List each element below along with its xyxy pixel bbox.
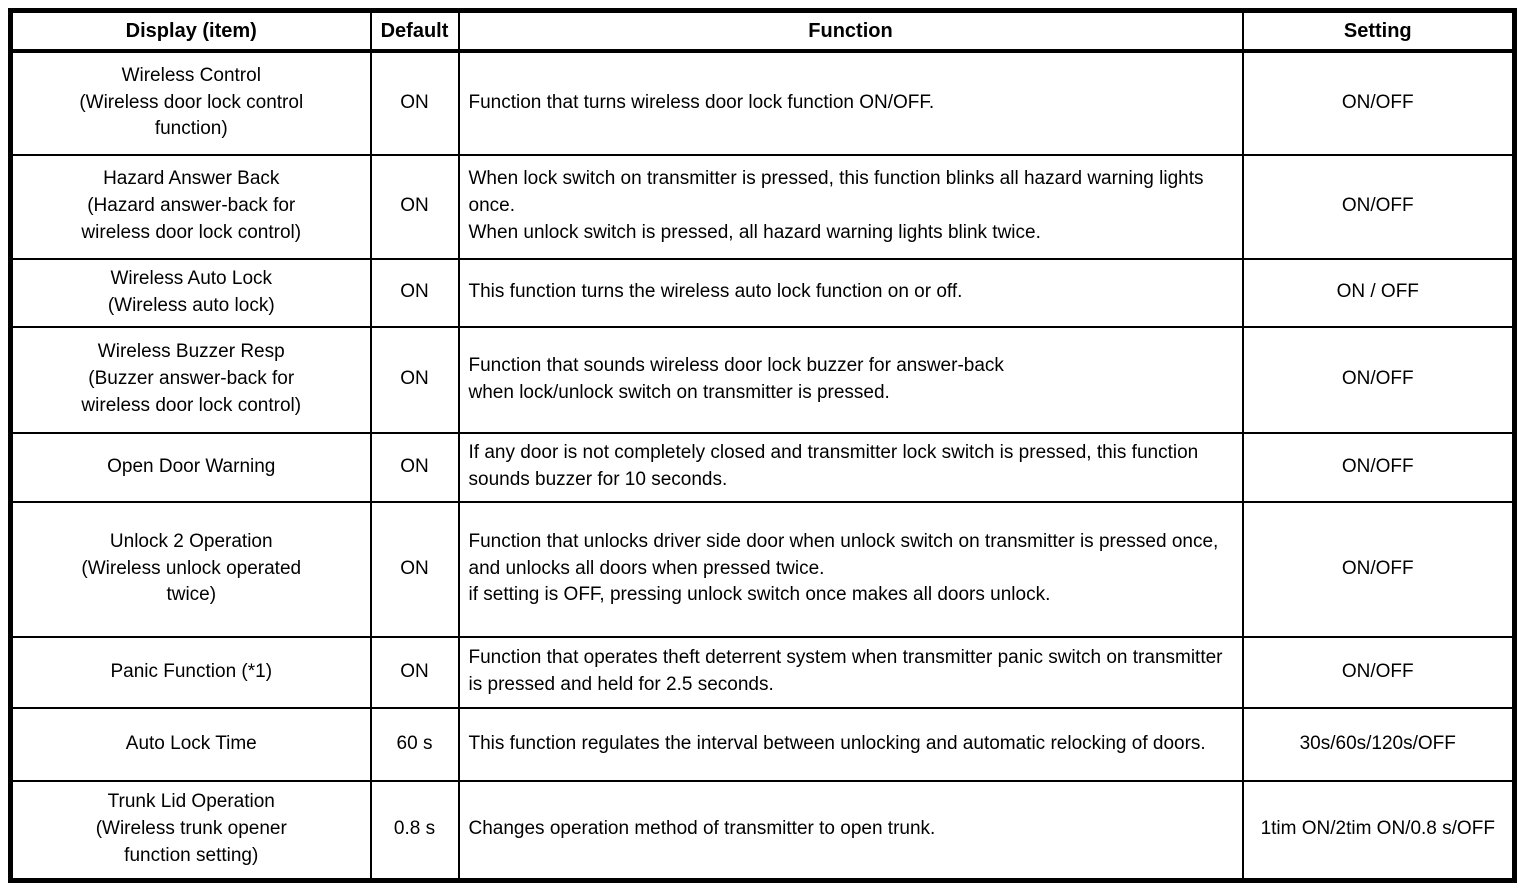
header-display-item: Display (item) [9,9,372,53]
default-cell: ON [369,431,460,503]
table-row: Hazard Answer Back (Hazard answer-back f… [9,153,1516,260]
function-cell: Changes operation method of transmitter … [457,779,1244,882]
setting-cell: ON/OFF [1241,431,1516,503]
setting-cell: ON/OFF [1241,500,1516,638]
default-cell: ON [369,257,460,328]
table-row: Wireless Auto Lock (Wireless auto lock) … [9,257,1516,328]
setting-cell: 30s/60s/120s/OFF [1241,706,1516,782]
table-row: Trunk Lid Operation (Wireless trunk open… [9,779,1516,882]
function-cell: Function that operates theft deterrent s… [457,635,1244,709]
display-item-cell: Unlock 2 Operation (Wireless unlock oper… [9,500,372,638]
default-cell: ON [369,153,460,260]
default-cell: 60 s [369,706,460,782]
table-row: Panic Function (*1) ON Function that ope… [9,635,1516,709]
table-row: Auto Lock Time 60 s This function regula… [9,706,1516,782]
function-cell: When lock switch on transmitter is press… [457,153,1244,260]
setting-cell: ON/OFF [1241,635,1516,709]
display-item-cell: Hazard Answer Back (Hazard answer-back f… [9,153,372,260]
setting-cell: ON/OFF [1241,153,1516,260]
header-function: Function [457,9,1244,53]
display-item-cell: Wireless Control (Wireless door lock con… [9,49,372,156]
function-cell: This function turns the wireless auto lo… [457,257,1244,328]
default-cell: ON [369,325,460,434]
function-cell: This function regulates the interval bet… [457,706,1244,782]
function-cell: Function that turns wireless door lock f… [457,49,1244,156]
table-row: Open Door Warning ON If any door is not … [9,431,1516,503]
display-item-cell: Auto Lock Time [9,706,372,782]
setting-cell: ON/OFF [1241,49,1516,156]
header-row: Display (item) Default Function Setting [9,9,1516,53]
setting-cell: ON / OFF [1241,257,1516,328]
display-item-cell: Trunk Lid Operation (Wireless trunk open… [9,779,372,882]
function-cell: Function that unlocks driver side door w… [457,500,1244,638]
table-row: Wireless Buzzer Resp (Buzzer answer-back… [9,325,1516,434]
setting-cell: 1tim ON/2tim ON/0.8 s/OFF [1241,779,1516,882]
display-item-cell: Wireless Buzzer Resp (Buzzer answer-back… [9,325,372,434]
table-row: Unlock 2 Operation (Wireless unlock oper… [9,500,1516,638]
default-cell: ON [369,635,460,709]
display-item-cell: Panic Function (*1) [9,635,372,709]
display-item-cell: Open Door Warning [9,431,372,503]
table-row: Wireless Control (Wireless door lock con… [9,49,1516,156]
default-cell: ON [369,49,460,156]
function-cell: Function that sounds wireless door lock … [457,325,1244,434]
header-default: Default [369,9,460,53]
default-cell: 0.8 s [369,779,460,882]
display-item-cell: Wireless Auto Lock (Wireless auto lock) [9,257,372,328]
setting-cell: ON/OFF [1241,325,1516,434]
wireless-door-lock-settings-table: Display (item) Default Function Setting … [8,8,1517,883]
function-cell: If any door is not completely closed and… [457,431,1244,503]
header-setting: Setting [1241,9,1516,53]
default-cell: ON [369,500,460,638]
